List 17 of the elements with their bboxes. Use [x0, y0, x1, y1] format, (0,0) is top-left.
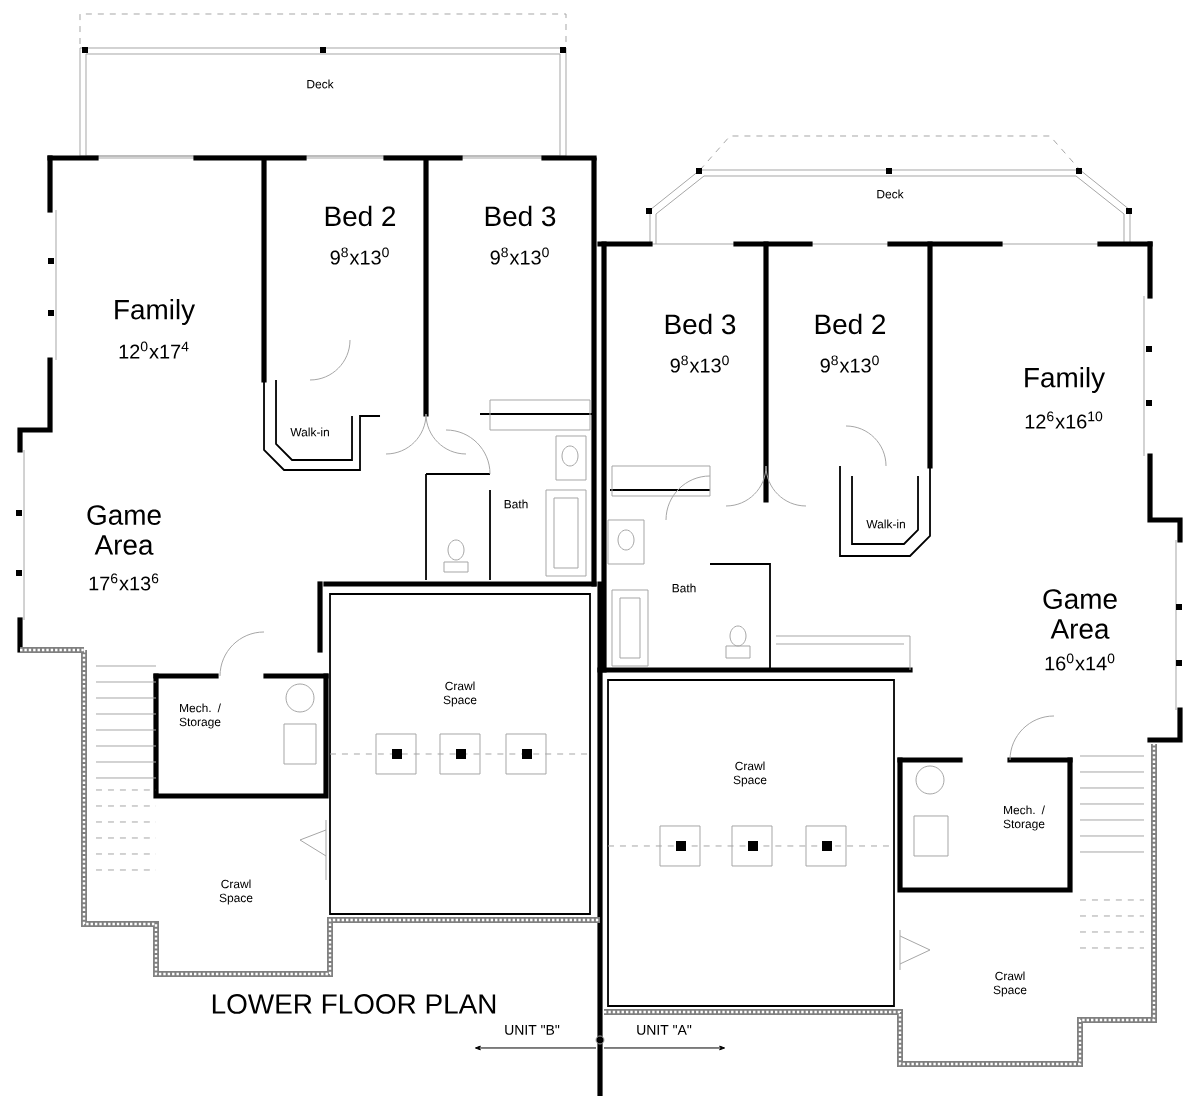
- room-label: Family: [1025, 367, 1105, 393]
- room-dimensions: 9$^{8}$x13$^{0}$: [490, 247, 549, 265]
- room-dimensions: 12$^{0}$x17$^{4}$: [119, 341, 189, 359]
- room-label: Bed 2: [815, 313, 886, 335]
- room-dimensions: 17$^{6}$x13$^{6}$: [89, 573, 159, 591]
- room-dimensions: 12$^{6}$x16$^{10}$: [1025, 411, 1103, 429]
- room-label: Game Area: [1043, 589, 1117, 639]
- room-dimensions: 9$^{8}$x13$^{0}$: [330, 247, 389, 265]
- room-dimensions: 9$^{8}$x13$^{0}$: [670, 355, 729, 373]
- room-label: Family: [115, 299, 196, 325]
- room-dimensions: 9$^{8}$x13$^{0}$: [820, 355, 879, 373]
- room-dimensions: 16$^{0}$x14$^{0}$: [1045, 653, 1115, 671]
- room-label: Bed 2: [325, 205, 396, 227]
- room-label: Bed 3: [665, 313, 736, 335]
- room-label: Bed 3: [485, 205, 556, 227]
- room-label: Game Area: [87, 505, 161, 555]
- plan-title: LOWER FLOOR PLAN: [212, 994, 496, 1014]
